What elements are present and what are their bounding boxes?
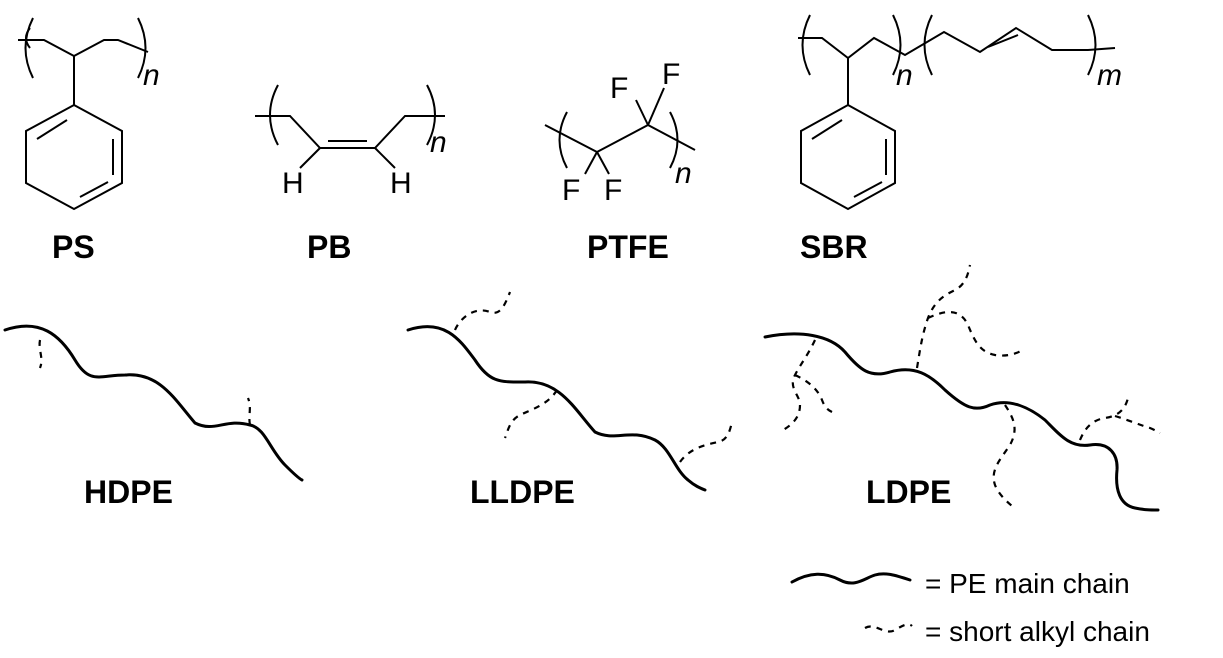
- ldpe-short-branch-6: [1078, 397, 1130, 441]
- pb-atom-h-right: H: [390, 167, 412, 200]
- pb-label: PB: [307, 229, 351, 265]
- ldpe-chain-diagram: LDPE: [763, 264, 1161, 512]
- lldpe-short-branch-1: [453, 291, 512, 331]
- ps-benzene-ring: [25, 103, 123, 211]
- sbr-subscript-m: m: [1097, 59, 1122, 92]
- ps-structure: n PS: [18, 17, 160, 265]
- ptfe-atom-f-1: F: [610, 72, 628, 105]
- ps-label: PS: [52, 229, 95, 265]
- ptfe-atom-f-4: F: [604, 174, 622, 207]
- lldpe-label: LLDPE: [470, 474, 575, 510]
- lldpe-short-branch-3: [679, 421, 734, 463]
- legend-short-chain-label: = short alkyl chain: [925, 616, 1150, 647]
- sbr-label: SBR: [800, 229, 868, 265]
- ldpe-short-branch-4: [794, 374, 833, 413]
- lldpe-short-branch-2: [503, 389, 558, 439]
- pb-structure: H H n PB: [255, 84, 447, 265]
- ldpe-short-branch-1: [915, 264, 972, 369]
- sbr-backbone: [798, 26, 1116, 60]
- sbr-benzene-ring: [800, 103, 896, 211]
- ps-paren-left: [24, 17, 34, 79]
- pb-atom-h-left: H: [282, 167, 304, 200]
- hdpe-short-branch-2: [246, 397, 252, 426]
- ptfe-atom-f-2: F: [662, 58, 680, 91]
- ldpe-short-branch-7: [1114, 414, 1161, 434]
- ptfe-backbone: [544, 123, 696, 154]
- hdpe-main-chain: [3, 324, 304, 482]
- ptfe-label: PTFE: [587, 229, 669, 265]
- ptfe-atom-f-3: F: [562, 174, 580, 207]
- sbr-paren-right-1: [892, 14, 902, 76]
- legend-short-chain-swatch: [864, 623, 913, 633]
- pb-backbone: [255, 115, 445, 149]
- ptfe-structure: F F F F n PTFE: [544, 58, 696, 265]
- lldpe-main-chain: [406, 325, 707, 492]
- ps-paren-right: [137, 17, 147, 79]
- ps-subscript-n: n: [143, 59, 160, 92]
- ldpe-main-chain: [763, 332, 1160, 512]
- hdpe-short-branch-1: [38, 339, 43, 369]
- ldpe-short-branch-5: [992, 404, 1016, 507]
- ldpe-short-branch-2: [927, 311, 1023, 357]
- sbr-structure: n m SBR: [798, 14, 1122, 265]
- hdpe-chain-diagram: HDPE: [3, 324, 304, 510]
- legend-main-chain-label: = PE main chain: [925, 568, 1130, 599]
- legend: = PE main chain = short alkyl chain: [790, 568, 1150, 647]
- pb-subscript-n: n: [430, 126, 447, 159]
- ldpe-short-branch-3: [779, 339, 816, 433]
- hdpe-label: HDPE: [84, 474, 173, 510]
- legend-main-chain-swatch: [790, 572, 912, 585]
- ldpe-label: LDPE: [866, 474, 951, 510]
- ps-backbone: [18, 39, 149, 58]
- sbr-paren-left-1: [801, 14, 811, 76]
- lldpe-chain-diagram: LLDPE: [406, 291, 734, 510]
- sbr-paren-left-2: [923, 14, 933, 76]
- ptfe-subscript-n: n: [675, 157, 692, 190]
- ptfe-paren-left: [558, 111, 568, 169]
- sbr-paren-right-2: [1087, 14, 1097, 76]
- sbr-subscript-n: n: [896, 59, 913, 92]
